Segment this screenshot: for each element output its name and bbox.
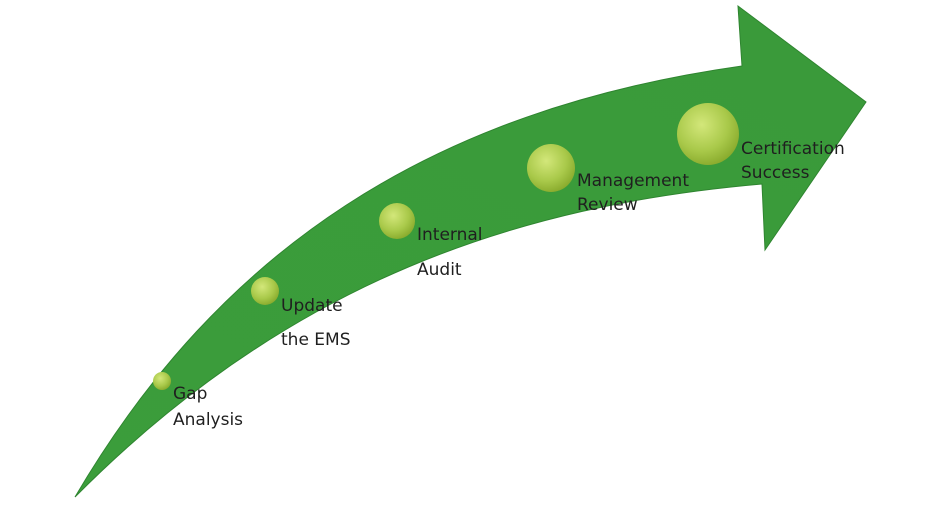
step-label-line1: Management (577, 171, 689, 191)
milestone-node (251, 277, 279, 305)
step-label-line2: Success (741, 163, 810, 183)
step-gap-analysis: Gap Analysis (153, 372, 243, 430)
step-label-line2: Review (577, 195, 638, 215)
milestone-node (527, 144, 575, 192)
step-label-line2: the EMS (281, 330, 351, 350)
step-management-review: Management Review (527, 144, 689, 215)
step-label-line1: Certification (741, 139, 845, 159)
step-update-the-ems: Update the EMS (251, 277, 351, 350)
step-label-line1: Internal (417, 225, 483, 245)
milestone-node (153, 372, 171, 390)
step-label-line1: Update (281, 296, 343, 316)
progress-arrow (74, 4, 867, 498)
step-label-line2: Analysis (173, 410, 243, 430)
milestone-node (379, 203, 415, 239)
milestone-node (677, 103, 739, 165)
step-internal-audit: Internal Audit (379, 203, 483, 280)
step-label-line1: Gap (173, 384, 207, 404)
step-label-line2: Audit (417, 260, 462, 280)
step-certification-success: Certification Success (677, 103, 845, 183)
